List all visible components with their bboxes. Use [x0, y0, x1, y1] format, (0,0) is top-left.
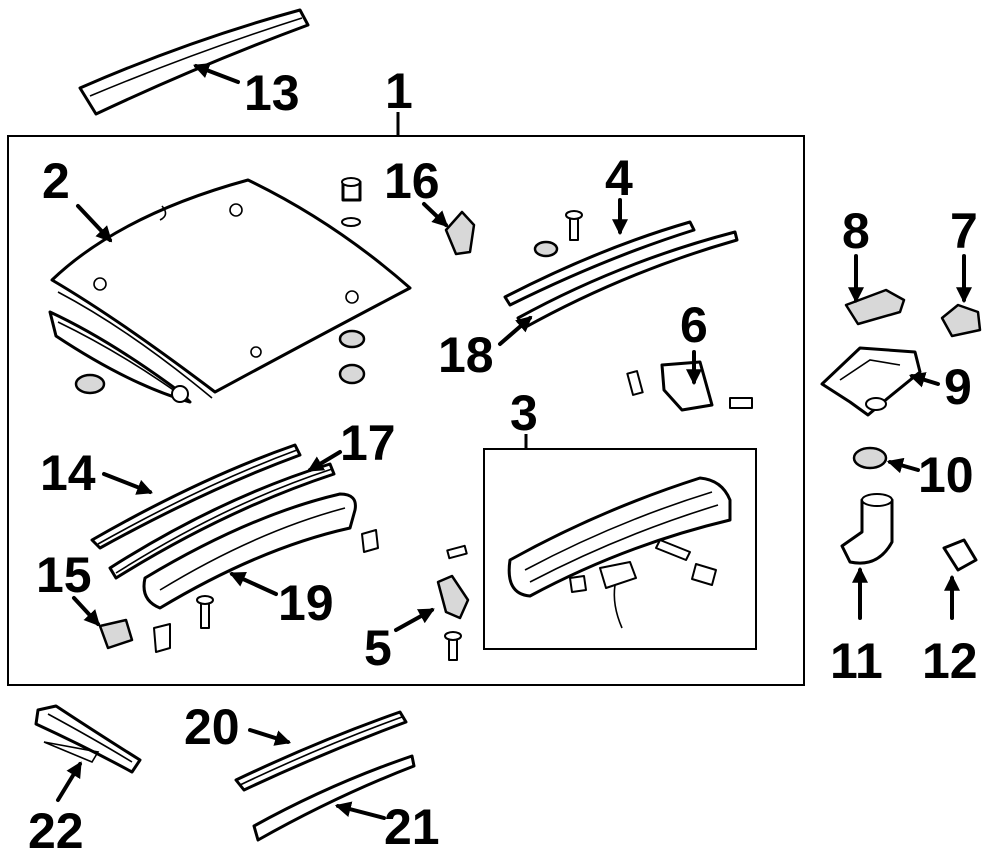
callout-13: 13 [244, 65, 300, 121]
callout-7: 7 [950, 203, 978, 259]
part-21-molding [252, 754, 416, 842]
part-13-roof-trim [78, 8, 310, 116]
callout-5: 5 [364, 620, 392, 676]
part-22-trim [34, 704, 142, 774]
part-3-rail-assembly [507, 476, 732, 629]
part-11-stop [840, 493, 894, 565]
roof-bumpers [74, 177, 366, 395]
roof-lower-seal [48, 310, 192, 404]
part-19-rail [142, 492, 357, 610]
small-hardware-4 [533, 210, 583, 258]
callout-3: 3 [510, 385, 538, 441]
callout-labels: 1 2 3 4 5 6 7 8 9 10 11 12 13 14 15 16 1… [28, 63, 978, 857]
callout-17: 17 [340, 415, 396, 471]
callout-19: 19 [278, 575, 334, 631]
part-12-plug [942, 538, 978, 572]
callout-10: 10 [918, 447, 974, 503]
callout-4: 4 [605, 150, 633, 206]
callout-14: 14 [40, 445, 96, 501]
callout-6: 6 [680, 297, 708, 353]
part-10-bumper [852, 446, 888, 470]
part-17-strip [108, 462, 336, 580]
small-hardware-19 [153, 529, 379, 653]
callout-22: 22 [28, 803, 84, 857]
part-15-clip [98, 618, 134, 650]
subassembly-3-frame [483, 448, 757, 650]
part-8-block [844, 288, 906, 326]
part-5-clip [436, 544, 470, 661]
part-7-block [940, 303, 982, 338]
callout-8: 8 [842, 203, 870, 259]
part-16-clip [444, 210, 476, 256]
callout-12: 12 [922, 633, 978, 689]
part-20-molding [234, 710, 408, 792]
leader-arrows [56, 63, 972, 820]
callout-2: 2 [42, 153, 70, 209]
part-9-bracket [820, 346, 922, 417]
part-4-weatherstrip [503, 220, 739, 330]
callout-21: 21 [384, 799, 440, 855]
callout-11: 11 [830, 633, 883, 689]
part-14-strip [90, 443, 302, 550]
part-2-roof-panel [50, 178, 412, 399]
part-6-bracket [626, 360, 753, 412]
callout-1: 1 [385, 63, 413, 119]
callout-18: 18 [438, 327, 494, 383]
callout-16: 16 [384, 153, 440, 209]
callout-9: 9 [944, 359, 972, 415]
callout-20: 20 [184, 699, 240, 755]
callout-15: 15 [36, 547, 92, 603]
assembly-1-frame [7, 135, 805, 686]
